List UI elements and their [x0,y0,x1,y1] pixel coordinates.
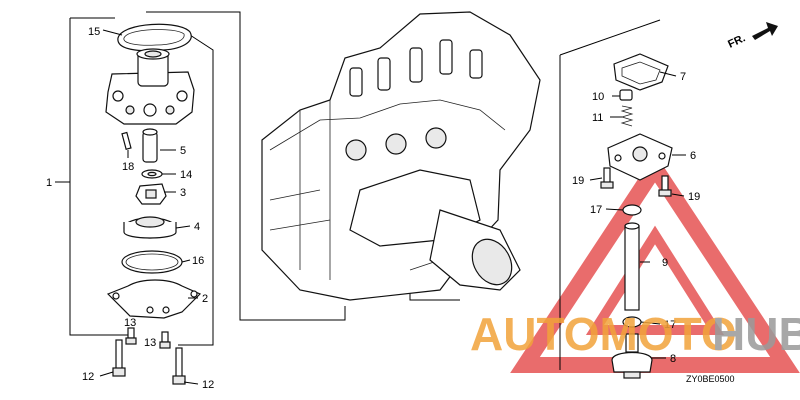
part-18-pin [121,131,132,150]
callout-11: 11 [592,112,603,124]
part-4-outer-rotor [123,216,177,239]
callout-9: 9 [662,257,668,269]
callout-6: 6 [690,150,696,162]
front-label: FR. [726,32,747,50]
callout-19-a: 19 [572,175,584,187]
callout-18: 18 [122,161,134,173]
callout-16: 16 [192,255,204,267]
part-2-cover-plate [106,279,202,319]
part-5-shaft [142,128,158,163]
part-19-bolts [600,167,672,197]
callout-19-b: 19 [688,191,700,203]
callout-7: 7 [680,71,686,83]
part-16-o-ring [121,250,183,274]
part-15-gasket [117,23,192,52]
part-7-gasket [613,53,669,91]
part-11-spring [620,105,634,127]
callout-8: 8 [670,353,676,365]
part-8-strainer [611,333,653,379]
callout-17-a: 17 [590,204,602,216]
part-10-cap [619,89,633,101]
part-pump-housing [105,48,195,125]
part-14-washer [141,169,163,179]
callout-1: 1 [46,177,52,189]
callout-12-a: 12 [82,371,94,383]
callout-10: 10 [592,91,604,103]
callout-5: 5 [180,145,186,157]
front-arrow-icon [752,22,778,40]
watermark-logo: AUTOMOTO HUB [470,308,800,360]
part-6-valve-body [607,133,673,181]
callout-12-b: 12 [202,379,214,391]
callout-13-b: 13 [144,337,156,349]
callout-14: 14 [180,169,192,181]
callout-17-b: 17 [664,319,676,331]
callout-15: 15 [88,26,100,38]
part-17-clamps [622,204,642,328]
callout-13-a: 13 [124,317,136,329]
leader-lines [55,29,686,385]
part-3-inner-rotor [135,183,167,205]
part-12-long-bolts [112,339,186,385]
part-9-tube [624,222,640,311]
callout-4: 4 [194,221,200,233]
callout-3: 3 [180,187,186,199]
watermark-text-part2: HUB [712,308,800,360]
callout-labels: 15 1 18 5 14 3 4 16 2 13 13 12 12 7 10 1… [46,26,700,391]
callout-2: 2 [202,293,208,305]
part-oil-filter [429,209,521,291]
drawing-code: ZY0BE0500 [686,374,735,384]
front-direction-indicator: FR. [726,22,778,51]
part-13-bolts [125,327,171,349]
watermark-text-part1: AUTOMOTO [470,308,737,360]
